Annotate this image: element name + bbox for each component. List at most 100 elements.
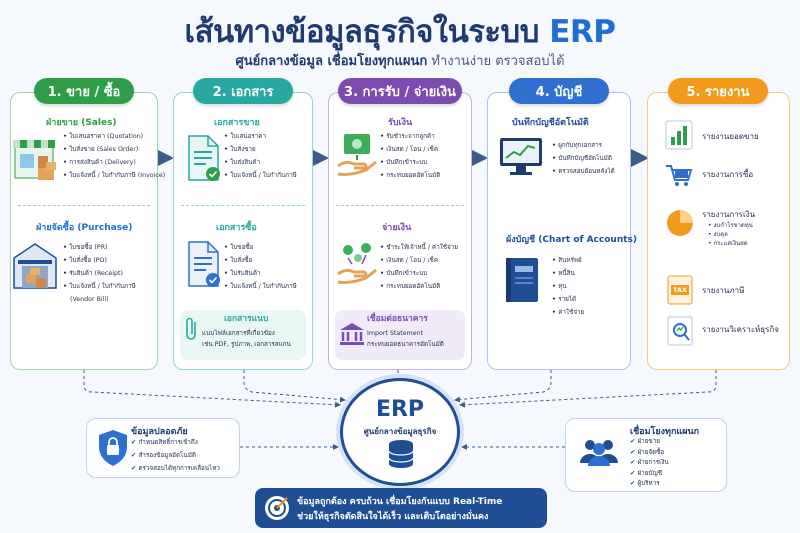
bank-line: Import Statement xyxy=(367,330,424,337)
link-col5-hub xyxy=(459,370,717,408)
money-hand-icon xyxy=(336,130,380,184)
list-item: ค่าใช้จ่าย xyxy=(552,306,584,319)
purchase-title: ฝ่ายจัดซื้อ (Purchase) xyxy=(36,223,133,233)
list-item: บันทึกบัญชีอัตโนมัติ xyxy=(552,152,615,165)
report-analytics: รายงานวิเคราะห์ธุรกิจ xyxy=(702,325,779,334)
paperclip-icon xyxy=(184,316,200,346)
list-item: ใบแจ้งหนี้ / ใบกำกับภาษี xyxy=(224,169,297,182)
list-item: งบดุล xyxy=(708,230,753,239)
list-item: ใบสั่งซื้อ (PO) xyxy=(63,254,136,267)
warehouse-icon xyxy=(12,240,60,296)
bank-text: Import Statement กระทบยอดธนาคารอัตโนมัติ xyxy=(367,328,444,350)
list-item: ใบส่งสินค้า xyxy=(224,156,297,169)
list-item: ผู้บริหาร xyxy=(630,479,669,490)
subtitle-rest: ทำงานง่าย ตรวจสอบได้ xyxy=(431,54,565,69)
hub-title: ERP xyxy=(375,397,425,422)
list-item: ฝ่ายจัดซื้อ xyxy=(630,448,669,459)
report-tax: รายงานภาษี xyxy=(702,286,745,295)
erp-hub: ERP ศูนย์กลางข้อมูลธุรกิจ xyxy=(340,378,460,486)
bank-link-box: เชื่อมต่อธนาคาร Import Statement กระทบยอด… xyxy=(335,310,465,360)
list-item: ใบขอซื้อ (PR) xyxy=(63,241,136,254)
cart-icon xyxy=(665,162,693,192)
title-accent: ERP xyxy=(549,14,616,50)
list-item: รายได้ xyxy=(552,293,584,306)
list-item: กระทบยอดอัตโนมัติ xyxy=(380,169,440,182)
list-item: ฝ่ายบัญชี xyxy=(630,469,669,480)
footer-banner: ข้อมูลถูกต้อง ครบถ้วน เชื่อมโยงกันแบบ Re… xyxy=(255,488,547,528)
list-item: ตรวจสอบได้ทุกการเคลื่อนไหว xyxy=(131,462,219,475)
list-item: สินทรัพย์ xyxy=(552,254,584,267)
pill-step-1: 1. ขาย / ซื้อ xyxy=(34,78,134,104)
list-item: รับสินค้า (Receipt) xyxy=(63,267,136,280)
attach-line: แนบไฟล์เอกสารที่เกี่ยวข้อง xyxy=(202,330,275,337)
attachments-box: เอกสารแนบ แนบไฟล์เอกสารที่เกี่ยวข้องเช่น… xyxy=(180,310,306,360)
sales-list: ใบเสนอราคา (Quotation) ใบสั่งขาย (Sales … xyxy=(63,130,165,182)
pill-step-3: 3. การรับ / จ่ายเงิน xyxy=(338,78,462,104)
list-item: งบกำไรขาดทุน xyxy=(708,221,752,230)
list-item: ใบสั่งขาย (Sales Order) xyxy=(63,143,165,156)
list-item: ฝ่ายขาย xyxy=(630,437,669,448)
list-item: เงินสด / โอน / เช็ค xyxy=(380,254,458,267)
bank-title: เชื่อมต่อธนาคาร xyxy=(367,314,428,324)
bank-icon xyxy=(339,322,365,350)
list-item: ใบแจ้งหนี้ / ใบกำกับภาษี xyxy=(224,280,297,293)
buy-doc-title: เอกสารซื้อ xyxy=(216,223,257,233)
list-item: ใบแจ้งหนี้ / ใบกำกับภาษี xyxy=(63,280,136,293)
receive-title: รับเงิน xyxy=(388,118,413,128)
shield-lock-icon xyxy=(97,429,129,471)
list-item: ใบเสนอราคา xyxy=(224,130,297,143)
list-item: ใบแจ้งหนี้ / ใบกำกับภาษี (Invoice) xyxy=(63,169,165,182)
document-check-icon xyxy=(186,240,222,294)
tax-label: TAX xyxy=(673,286,687,294)
receive-list: รับชำระจากลูกค้า เงินสด / โอน / เช็ค บัน… xyxy=(380,130,440,182)
list-item: ฝ่ายการเงิน xyxy=(630,458,668,469)
bank-line: กระทบยอดธนาคารอัตโนมัติ xyxy=(367,341,444,348)
list-item: เงินสด / โอน / เช็ค xyxy=(380,143,440,156)
list-item: รับชำระจากลูกค้า xyxy=(380,130,440,143)
attach-title: เอกสารแนบ xyxy=(224,314,269,324)
coa-list: สินทรัพย์ หนี้สิน ทุน รายได้ ค่าใช้จ่าย xyxy=(552,254,584,319)
list-item: ใบขอซื้อ xyxy=(224,241,297,254)
list-item: ใบรับสินค้า xyxy=(224,267,297,280)
list-item: บันทึกเข้าระบบ xyxy=(380,267,458,280)
footer-line-1: ข้อมูลถูกต้อง ครบถ้วน เชื่อมโยงกันแบบ Re… xyxy=(297,497,503,507)
list-item: กระทบยอดอัตโนมัติ xyxy=(380,280,458,293)
list-item: ผูกกับทุกเอกสาร xyxy=(552,139,615,152)
list-item: ใบสั่งซื้อ xyxy=(224,254,297,267)
report-purchase: รายงานการซื้อ xyxy=(702,170,754,179)
coa-title: ผังบัญชี (Chart of Accounts) xyxy=(506,235,638,245)
subtitle-bold: ศูนย์กลางข้อมูล เชื่อมโยงทุกแผนก xyxy=(235,54,428,69)
auto-post-list: ผูกกับทุกเอกสาร บันทึกบัญชีอัตโนมัติ ตรว… xyxy=(552,139,615,178)
page-subtitle: ศูนย์กลางข้อมูล เชื่อมโยงทุกแผนก ทำงานง่… xyxy=(0,50,800,71)
pill-step-2: 2. เอกสาร xyxy=(193,78,293,104)
divider xyxy=(181,205,305,206)
security-list: กำหนดสิทธิ์การเข้าถึง สำรองข้อมูลอัตโนมั… xyxy=(131,436,220,475)
departments-box: เชื่อมโยงทุกแผนก ฝ่ายขาย ฝ่ายจัดซื้อ ฝ่า… xyxy=(565,418,727,492)
list-item: กำหนดสิทธิ์การเข้าถึง xyxy=(131,436,220,449)
security-title: ข้อมูลปลอดภัย xyxy=(131,427,188,437)
list-item: ตรวจสอบย้อนหลังได้ xyxy=(552,165,614,178)
storefront-icon xyxy=(12,132,58,188)
footer-line-2: ช่วยให้ธุรกิจตัดสินใจได้เร็ว และเติบโตอย… xyxy=(297,512,489,522)
ledger-book-icon xyxy=(502,256,542,310)
pay-list: ชำระให้เจ้าหนี้ / ค่าใช้จ่าย เงินสด / โอ… xyxy=(380,241,458,293)
list-item: ชำระให้เจ้าหนี้ / ค่าใช้จ่าย xyxy=(380,241,458,254)
link-col1-hub xyxy=(83,370,341,408)
divider xyxy=(336,205,464,206)
list-item: กระแสเงินสด xyxy=(708,239,753,248)
attach-text: แนบไฟล์เอกสารที่เกี่ยวข้องเช่น PDF, รูปภ… xyxy=(202,328,291,350)
coins-hand-icon xyxy=(336,238,380,292)
divider xyxy=(18,205,150,206)
auto-post-title: บันทึกบัญชีอัตโนมัติ xyxy=(512,118,589,128)
buy-doc-list: ใบขอซื้อ ใบสั่งซื้อ ใบรับสินค้า ใบแจ้งหน… xyxy=(224,241,297,293)
people-icon xyxy=(578,437,620,471)
document-check-icon xyxy=(186,134,222,188)
monitor-chart-icon xyxy=(498,136,544,184)
report-sales: รายงานยอดขาย xyxy=(702,132,759,141)
list-item: หนี้สิน xyxy=(552,267,584,280)
analysis-icon xyxy=(665,316,695,350)
pill-step-5: 5. รายงาน xyxy=(668,78,768,104)
hub-subtitle: ศูนย์กลางข้อมูลธุรกิจ xyxy=(363,427,437,436)
